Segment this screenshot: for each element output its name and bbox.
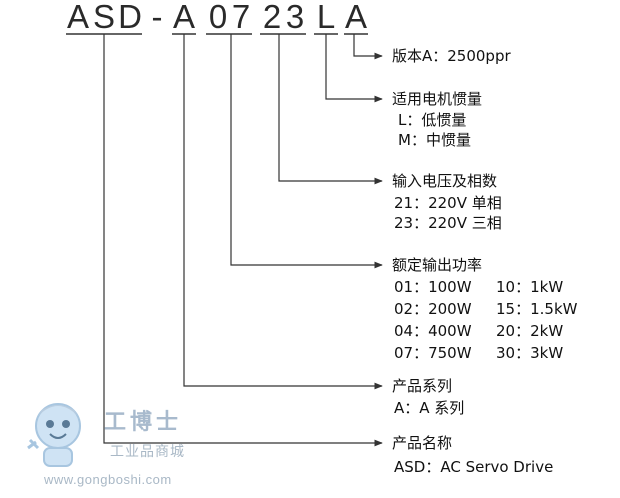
leader-power [230,34,383,269]
code-char: D [118,0,142,35]
field-option: 30：3kW [496,344,564,362]
code-char: L [316,0,336,35]
field-option: L：低惯量 [398,111,467,129]
field-option: 15：1.5kW [496,300,578,318]
watermark-url: www.gongboshi.com [44,472,172,487]
field-option: 01：100W [394,278,472,296]
field-title-series: 产品系列 [392,377,453,395]
mascot-logo-icon [27,403,81,467]
field-option: A：A 系列 [394,399,465,417]
leader-series [183,34,383,390]
field-option: 20：2kW [496,322,564,340]
code-char: 0 [208,0,228,35]
leader-inertia [325,34,383,103]
field-option: 04：400W [394,322,472,340]
field-option: 23：220V 三相 [394,214,502,232]
leader-version [353,34,383,60]
field-title-version: 版本A：2500ppr [392,47,511,65]
code-char: S [92,0,115,35]
field-option: ASD：AC Servo Drive [394,458,554,476]
field-title-power: 额定输出功率 [392,256,483,274]
field-option: 10：1kW [496,278,564,296]
code-char: A [172,0,195,35]
code-char: 7 [231,0,251,35]
field-option: 07：750W [394,344,472,362]
field-title-voltage: 输入电压及相数 [392,172,498,190]
code-char: - [151,0,163,35]
leader-voltage [278,34,383,185]
code-char: 3 [285,0,305,35]
code-char: 2 [262,0,282,35]
watermark-logo: 工博士 [104,409,183,435]
leader-name [103,34,383,447]
field-title-name: 产品名称 [392,434,453,452]
field-option: 21：220V 单相 [394,194,502,212]
field-title-inertia: 适用电机惯量 [392,90,483,108]
field-option: M：中惯量 [398,131,471,149]
code-char: A [66,0,89,35]
field-option: 02：200W [394,300,472,318]
watermark-subtitle: 工业品商城 [110,444,185,460]
code-char: A [344,0,367,35]
